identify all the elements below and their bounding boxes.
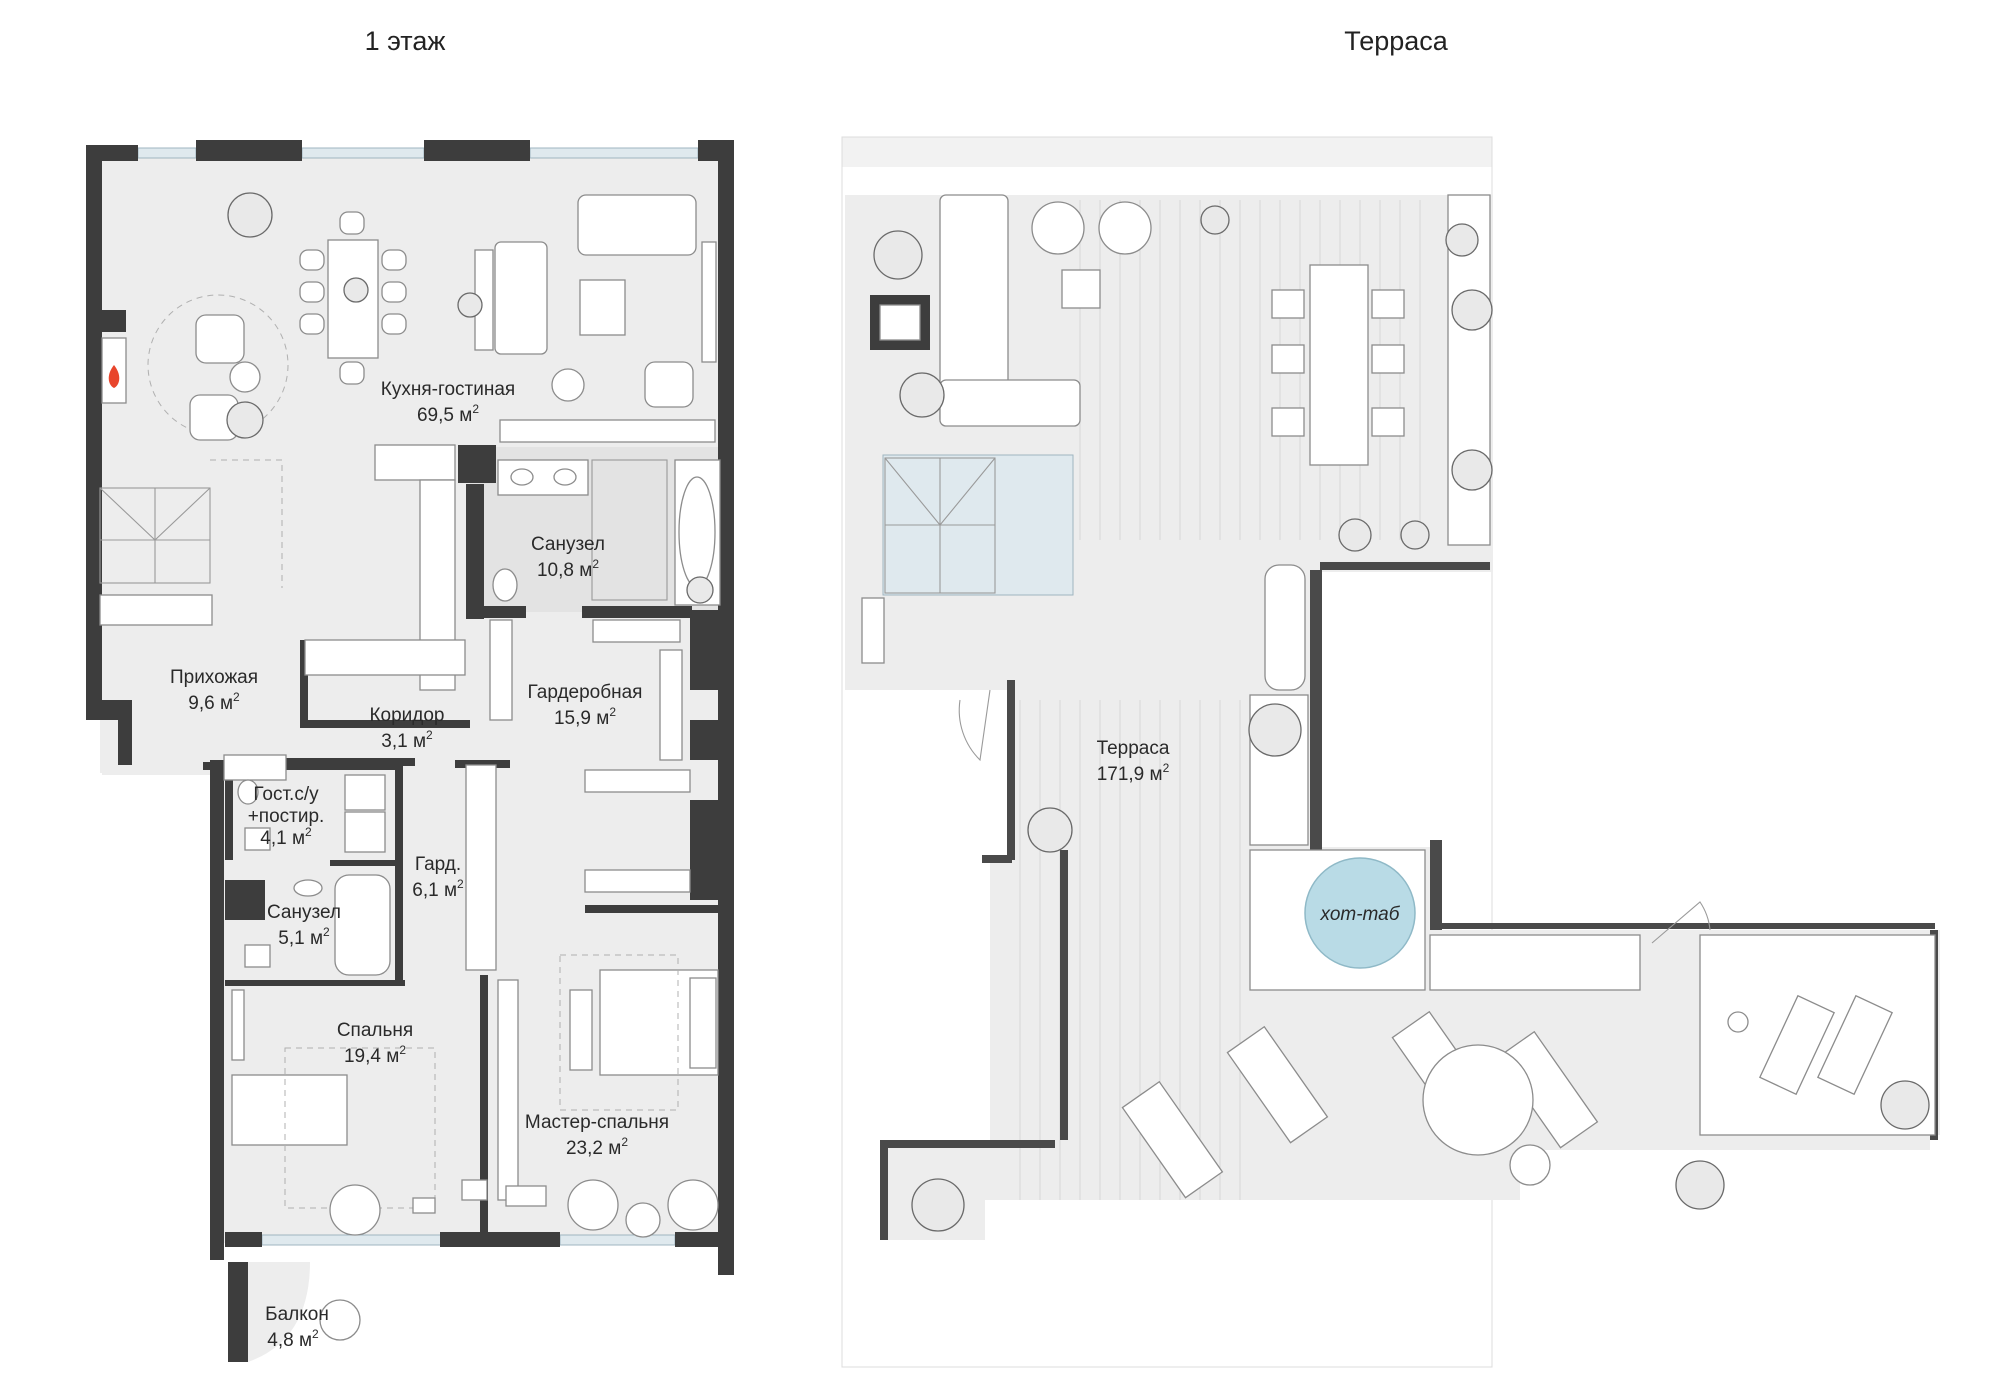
room-name: Коридор (369, 705, 444, 726)
floor1-room-labels: Кухня-гостиная 69,5 м2 Санузел 10,8 м2 П… (170, 379, 669, 1351)
room-area: 5,1 м2 (278, 925, 330, 949)
room-name: Санузел (267, 902, 341, 923)
room-name: Балкон (265, 1304, 329, 1325)
room-area: 23,2 м2 (566, 1135, 628, 1159)
terrace-heading: Терраса (1344, 26, 1448, 56)
room-name: Мастер-спальня (525, 1112, 669, 1133)
room-name: Прихожая (170, 667, 258, 688)
room-area: 19,4 м2 (344, 1043, 406, 1067)
room-name: Кухня-гостиная (381, 379, 515, 400)
room-area: 6,1 м2 (412, 877, 464, 901)
room-name: Гост.с/у (253, 784, 319, 805)
room-area: 3,1 м2 (381, 728, 433, 752)
room-area: 69,5 м2 (417, 402, 479, 426)
room-area: 4,8 м2 (267, 1327, 319, 1351)
floor1-heading: 1 этаж (364, 26, 446, 56)
room-area: 4,1 м2 (260, 825, 312, 849)
terrace-room-labels: Терраса 171,9 м2 (1097, 738, 1170, 785)
room-area: 171,9 м2 (1097, 761, 1170, 785)
room-name: Спальня (337, 1020, 413, 1041)
hot-tub (1304, 857, 1416, 969)
room-name: Санузел (531, 534, 605, 555)
room-area: 9,6 м2 (188, 690, 240, 714)
room-name-line2: +постир. (248, 806, 325, 827)
room-area: 15,9 м2 (554, 705, 616, 729)
terrace-plan: хот-таб (841, 136, 1940, 1368)
fireplace-flame-icon (108, 365, 120, 388)
floor1-plan (86, 140, 734, 1362)
room-name: Гард. (415, 854, 461, 875)
hot-tub-label: хот-таб (1320, 904, 1401, 925)
room-name: Гардеробная (528, 682, 643, 703)
room-area: 10,8 м2 (537, 557, 599, 581)
room-name: Терраса (1097, 738, 1170, 759)
